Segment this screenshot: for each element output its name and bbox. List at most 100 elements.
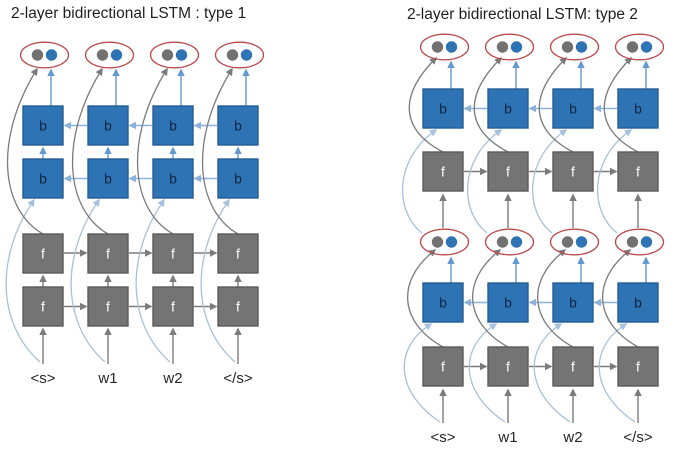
f-box <box>617 346 659 387</box>
f-box <box>152 233 194 274</box>
box-letter: b <box>634 101 642 117</box>
f-box <box>87 286 129 327</box>
output-ellipse <box>614 33 665 61</box>
box-letter: b <box>504 101 512 117</box>
b-box <box>217 105 259 146</box>
box-letter: f <box>171 299 175 315</box>
f-box <box>487 346 529 387</box>
word-label: w2 <box>562 429 582 446</box>
b-box <box>217 158 259 199</box>
box-letter: b <box>504 295 512 311</box>
box-letter: b <box>169 118 177 134</box>
forward-output-dot <box>561 41 574 53</box>
box-letter: f <box>171 246 175 262</box>
curve-word-to-b1 <box>598 323 636 423</box>
f-box <box>422 151 464 192</box>
curve-word-to-b1 <box>468 323 506 423</box>
word-label: w1 <box>97 370 117 387</box>
layer1-output-ellipse <box>419 228 470 256</box>
box-letter: f <box>106 299 110 315</box>
curve-word-to-b1 <box>70 198 106 363</box>
f-box <box>487 151 529 192</box>
forward-output-dot <box>226 49 239 61</box>
b-box <box>87 158 129 199</box>
backward-output-dot <box>240 49 253 61</box>
curve-f2-to-output <box>6 67 44 235</box>
curve-f2-to-output <box>71 67 109 235</box>
curve-word-to-b1 <box>135 198 171 363</box>
f-box <box>217 233 259 274</box>
f-box <box>152 286 194 327</box>
word-label: </s> <box>223 370 252 387</box>
backward-output-dot <box>445 41 458 53</box>
box-letter: f <box>41 299 45 315</box>
curve-f2-to-output <box>408 56 444 153</box>
curve-word-to-b1 <box>533 323 571 423</box>
backward-output-dot <box>445 236 458 248</box>
word-label: w2 <box>162 370 182 387</box>
output-ellipse <box>419 33 470 61</box>
curve-f1-to-layer1-output <box>407 249 444 348</box>
curve-f1-to-layer1-output <box>602 249 639 348</box>
f-box <box>617 151 659 192</box>
backward-output-dot <box>510 236 523 248</box>
curve-f2-to-output <box>136 67 174 235</box>
backward-output-dot <box>510 41 523 53</box>
box-letter: f <box>636 359 640 375</box>
curve-f2-to-output <box>201 67 239 235</box>
b-box <box>617 88 659 129</box>
f-box <box>217 286 259 327</box>
backward-output-dot <box>575 236 588 248</box>
box-letter: b <box>569 101 577 117</box>
forward-output-dot <box>561 236 574 248</box>
curve-f1-to-layer1-output <box>472 249 509 348</box>
layer1-output-ellipse <box>614 228 665 256</box>
forward-output-dot <box>496 41 509 53</box>
output-ellipse <box>549 33 600 61</box>
forward-output-dot <box>161 49 174 61</box>
word-label: </s> <box>623 429 652 446</box>
box-letter: b <box>439 295 447 311</box>
f-box <box>87 233 129 274</box>
f-box <box>552 151 594 192</box>
box-letter: b <box>569 295 577 311</box>
layer1-output-ellipse <box>549 228 600 256</box>
output-ellipse <box>484 33 535 61</box>
word-label: w1 <box>497 429 517 446</box>
box-letter: f <box>506 359 510 375</box>
forward-output-dot <box>626 236 639 248</box>
forward-output-dot <box>96 49 109 61</box>
box-letter: f <box>571 359 575 375</box>
box-letter: b <box>634 295 642 311</box>
backward-output-dot <box>45 49 58 61</box>
layer1-output-ellipse <box>484 228 535 256</box>
box-letter: f <box>506 164 510 180</box>
curve-f2-to-output <box>473 56 509 153</box>
box-letter: b <box>234 171 242 187</box>
b-box <box>617 282 659 323</box>
curve-f2-to-output <box>538 56 574 153</box>
curve-f2-to-output <box>603 56 639 153</box>
box-letter: f <box>41 246 45 262</box>
backward-output-dot <box>575 41 588 53</box>
backward-output-dot <box>640 41 653 53</box>
b-box <box>552 88 594 129</box>
b-box <box>487 282 529 323</box>
b-box <box>152 158 194 199</box>
curve-word-to-b1 <box>5 198 41 363</box>
box-letter: f <box>106 246 110 262</box>
forward-output-dot <box>431 236 444 248</box>
backward-output-dot <box>110 49 123 61</box>
box-letter: b <box>234 118 242 134</box>
curve-layer1-output-to-b2 <box>597 129 633 234</box>
box-letter: f <box>571 164 575 180</box>
f-box <box>552 346 594 387</box>
b-box <box>152 105 194 146</box>
f-box <box>22 286 64 327</box>
forward-output-dot <box>496 236 509 248</box>
b-box <box>422 282 464 323</box>
b-box <box>87 105 129 146</box>
backward-output-dot <box>640 236 653 248</box>
f-box <box>22 233 64 274</box>
